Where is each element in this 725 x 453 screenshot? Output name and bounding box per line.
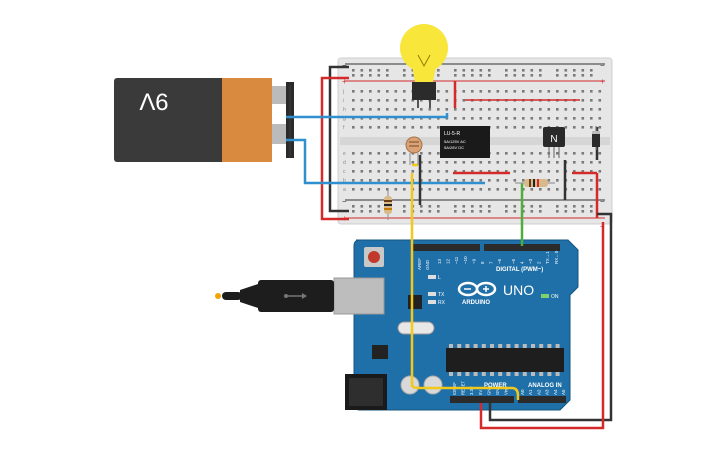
capacitor-1 bbox=[400, 375, 420, 395]
digital-pin-label: 8 bbox=[480, 261, 485, 264]
battery-9v: 9V bbox=[114, 78, 294, 162]
relay-model: LU-5-R bbox=[444, 131, 461, 137]
photoresistor bbox=[405, 136, 423, 165]
analog-label: ANALOG IN bbox=[528, 383, 562, 389]
rail-plus-label: + bbox=[342, 77, 347, 86]
relay-rating-dc: 5A/28V DC bbox=[444, 145, 464, 150]
analog-pin-label: A3 bbox=[545, 389, 550, 395]
battery-label: 9V bbox=[139, 88, 168, 115]
analog-pin-label: A0 bbox=[520, 389, 525, 395]
resistor-ldr bbox=[384, 190, 392, 220]
digital-pin-label: ~10 bbox=[463, 256, 468, 264]
transistor: N bbox=[543, 127, 565, 158]
led-rx-label: RX bbox=[438, 300, 446, 306]
digital-pin-label: RX←0 bbox=[554, 250, 559, 264]
led-rx bbox=[428, 300, 436, 304]
row-letter: g bbox=[343, 116, 346, 122]
capacitor-2 bbox=[423, 375, 443, 395]
digital-pin-label: ~3 bbox=[528, 258, 533, 264]
power-pin-label: 3.3V bbox=[469, 386, 474, 395]
light-bulb bbox=[400, 24, 448, 108]
digital-pin-label: 13 bbox=[437, 258, 442, 264]
power-pin-label: 5V bbox=[478, 390, 483, 395]
aref-label: AREF bbox=[417, 258, 422, 270]
usb-cable bbox=[215, 280, 334, 312]
power-pin-label: GND bbox=[486, 386, 491, 395]
rail-minus-label-bottom-right: − bbox=[600, 197, 605, 206]
blue-wire-bottom bbox=[286, 138, 485, 185]
chip-pins bbox=[449, 344, 560, 376]
board-name: UNO bbox=[503, 282, 534, 298]
row-letter: b bbox=[343, 178, 346, 184]
analog-pin-label: A1 bbox=[528, 389, 533, 395]
digital-pin-label: ~9 bbox=[471, 258, 476, 264]
arduino-board: L TX RX ON UNO ARDUINO DIGITAL (PWM~) AN… bbox=[333, 239, 579, 411]
black-wire-gnd bbox=[488, 212, 613, 422]
rail-minus-label-right: − bbox=[600, 61, 605, 70]
regulator bbox=[372, 345, 388, 359]
red-wire-5v bbox=[479, 222, 605, 430]
red-wire-left bbox=[320, 76, 349, 221]
rail-plus-label-right: + bbox=[600, 77, 605, 86]
row-letter: i bbox=[343, 98, 344, 104]
row-letter: e bbox=[343, 151, 346, 157]
relay-rating-ac: 5A/125V AC bbox=[444, 139, 466, 144]
digital-pin-label: 12 bbox=[446, 258, 451, 264]
led-tx-label: TX bbox=[438, 292, 445, 298]
resistor-base bbox=[515, 179, 555, 187]
wires bbox=[286, 65, 613, 430]
led-tx bbox=[428, 292, 436, 296]
brand-label: ARDUINO bbox=[462, 300, 490, 306]
power-pin-label: GND bbox=[495, 386, 500, 395]
led-l bbox=[428, 275, 436, 279]
gnd-header-label: GND bbox=[425, 259, 430, 270]
row-letter: h bbox=[343, 107, 346, 113]
arduino-logo-icon bbox=[457, 281, 497, 297]
digital-pin-label: ~11 bbox=[454, 256, 459, 264]
diode bbox=[592, 126, 600, 150]
digital-label: DIGITAL (PWM~) bbox=[496, 267, 543, 273]
row-letter: d bbox=[343, 160, 346, 166]
power-pin-label: Vin bbox=[504, 388, 509, 395]
row-letter: a bbox=[343, 187, 346, 193]
rail-minus-label-bottom: − bbox=[342, 197, 347, 206]
rail-minus-label: − bbox=[342, 61, 347, 70]
row-letter: j bbox=[342, 89, 344, 95]
power-label: POWER bbox=[484, 383, 507, 389]
transistor-label: N bbox=[550, 134, 557, 145]
led-on-label: ON bbox=[551, 294, 559, 300]
row-letter: f bbox=[343, 125, 345, 131]
usb-port bbox=[333, 277, 385, 315]
black-wire-left bbox=[328, 65, 349, 213]
analog-pin-label: A5 bbox=[561, 389, 566, 395]
usb-icon bbox=[284, 293, 307, 299]
crystal-oscillator bbox=[397, 321, 435, 335]
reset-button[interactable] bbox=[368, 251, 380, 263]
blue-wire-top bbox=[286, 113, 449, 119]
digital-pin-label: ~6 bbox=[497, 258, 502, 264]
yellow-wire bbox=[410, 173, 520, 400]
row-letter: c bbox=[343, 169, 346, 175]
analog-pin-label: A2 bbox=[536, 389, 541, 395]
digital-pin-label: 7 bbox=[489, 261, 494, 264]
digital-pin-label: 4 bbox=[519, 261, 524, 264]
relay: LU-5-R 5A/125V AC 5A/28V DC bbox=[440, 126, 490, 158]
led-l-label: L bbox=[438, 275, 441, 281]
led-on bbox=[541, 294, 549, 298]
digital-pin-label: 2 bbox=[537, 261, 542, 264]
digital-pin-label: ~5 bbox=[511, 258, 516, 264]
digital-pin-label: TX→1 bbox=[545, 251, 550, 264]
atmega-chip bbox=[446, 348, 564, 372]
analog-pin-label: A4 bbox=[553, 389, 558, 395]
usb-chip bbox=[408, 295, 422, 309]
